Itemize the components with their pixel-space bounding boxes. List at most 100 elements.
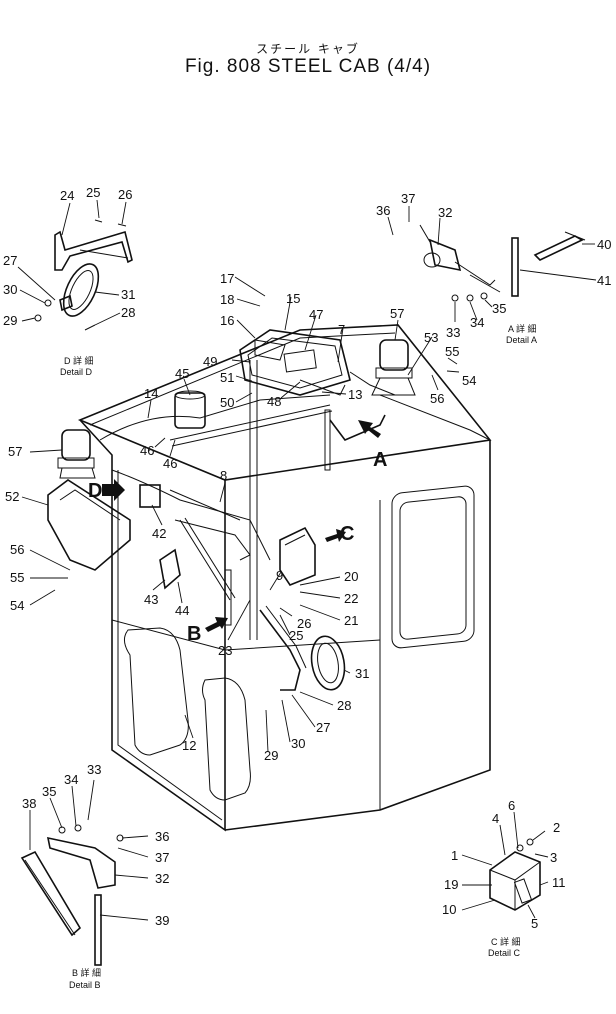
callout-38: 38 xyxy=(22,796,36,811)
callout-55-front: 54 xyxy=(10,598,24,613)
callout-52: 51 xyxy=(220,370,234,385)
callout-31: 31 xyxy=(121,287,135,302)
detail-b-caption: Detail B xyxy=(69,980,101,990)
view-arrows xyxy=(102,420,381,632)
roof-frame-assembly xyxy=(239,329,396,396)
detail-c-group xyxy=(489,838,541,911)
callout-26-cab: 26 xyxy=(297,616,311,631)
rear-rail xyxy=(379,394,491,441)
callout-3: 3 xyxy=(550,850,557,865)
callout-7: 7 xyxy=(338,322,345,337)
beacon-lamp-front xyxy=(57,429,96,479)
callout-50: 49 xyxy=(203,354,217,369)
callout-43: 43 xyxy=(144,592,158,607)
callout-20: 20 xyxy=(344,569,358,584)
callout-28: 28 xyxy=(121,305,135,320)
callout-39: 39 xyxy=(155,913,169,928)
callout-26: 26 xyxy=(118,187,132,202)
callout-32: 32 xyxy=(438,205,452,220)
mirror-stay-28-right xyxy=(259,609,301,691)
callout-41: 41 xyxy=(597,273,611,288)
washer-tank-45 xyxy=(174,390,206,429)
detail-a-caption: Detail A xyxy=(506,335,537,345)
relay-box-detail-c xyxy=(489,851,541,911)
callout-59-rear: 57 xyxy=(390,306,404,321)
callout-4: 4 xyxy=(492,811,499,826)
right-window-inner xyxy=(399,496,467,640)
callout-49: 48 xyxy=(267,394,281,409)
cab-right-side xyxy=(224,440,491,831)
callout-35-b: 35 xyxy=(42,784,56,799)
arrow-a xyxy=(358,420,381,438)
mirror-bracket-24 xyxy=(54,230,133,271)
callout-16: 16 xyxy=(220,313,234,328)
wiper-motor-32-detail-a xyxy=(428,238,462,272)
callout-18: 18 xyxy=(220,292,234,307)
front-lower-window-left xyxy=(124,627,189,756)
callout-55-rear: 54 xyxy=(462,373,476,388)
mirror-43 xyxy=(159,548,181,590)
detail-c-box-on-cab xyxy=(279,526,316,586)
callout-28-cab: 28 xyxy=(337,698,351,713)
callout-33: 33 xyxy=(446,325,460,340)
callout-36: 36 xyxy=(376,203,390,218)
figure-title-japanese: スチール キャブ xyxy=(256,42,360,56)
callout-57-front: 56 xyxy=(10,542,24,557)
callout-45: 45 xyxy=(175,366,189,381)
view-label-a: A xyxy=(373,449,387,471)
callout-29-cab: 29 xyxy=(264,748,278,763)
detail-d-caption-jp: D 詳 細 xyxy=(64,355,94,366)
callout-35: 35 xyxy=(492,301,506,316)
mirror-31-right xyxy=(310,635,346,691)
arrow-d xyxy=(102,479,125,501)
callout-59-front: 57 xyxy=(8,444,22,459)
detail-a-caption-jp: A 詳 細 xyxy=(508,323,537,334)
mirror-31-detail-d xyxy=(62,263,100,317)
callout-25: 25 xyxy=(86,185,100,200)
callout-34: 34 xyxy=(470,315,484,330)
callout-6: 6 xyxy=(508,798,515,813)
callout-56-front: 55 xyxy=(10,570,24,585)
callout-30-cab: 30 xyxy=(291,736,305,751)
wiper-motor-assembly xyxy=(139,484,251,626)
wiring-harness xyxy=(99,394,331,441)
callout-2: 2 xyxy=(553,820,560,835)
wiper-blade-41 xyxy=(511,237,519,297)
callout-1: 1 xyxy=(451,848,458,863)
callout-53: 52 xyxy=(5,489,19,504)
callout-21: 21 xyxy=(344,613,358,628)
view-label-b: B xyxy=(187,623,201,645)
detail-c-caption-jp: C 詳 細 xyxy=(491,936,521,947)
callout-57-rear: 56 xyxy=(430,391,444,406)
callout-27-cab: 27 xyxy=(316,720,330,735)
wiper-arm-13 xyxy=(329,414,386,441)
detail-b-group xyxy=(20,824,124,966)
callout-17: 17 xyxy=(220,271,234,286)
callout-24: 24 xyxy=(60,188,74,203)
callout-31-cab: 31 xyxy=(355,666,369,681)
wiper-arm-40 xyxy=(533,235,584,261)
callout-14: 14 xyxy=(144,386,158,401)
callout-5: 5 xyxy=(531,916,538,931)
leader-lines xyxy=(17,199,597,921)
callout-36-b: 36 xyxy=(155,829,169,844)
view-letters: D A B C xyxy=(88,449,387,645)
callout-9: 9 xyxy=(276,568,283,583)
arrow-c xyxy=(325,529,346,542)
wiper-motor-32-detail-b xyxy=(46,836,116,889)
callout-8: 8 xyxy=(220,468,227,483)
callout-51: 50 xyxy=(220,395,234,410)
detail-captions: D 詳 細 Detail D A 詳 細 Detail A B 詳 細 Deta… xyxy=(60,323,537,990)
callout-54: 53 xyxy=(424,330,438,345)
wiper-arm-38 xyxy=(20,850,82,937)
arrow-b xyxy=(205,617,228,632)
callout-37: 37 xyxy=(401,191,415,206)
figure-title: Fig. 808 STEEL CAB (4/4) xyxy=(184,56,432,77)
cab-roof-outline xyxy=(77,324,492,481)
callout-10: 10 xyxy=(442,902,456,917)
cab-door-frame xyxy=(117,470,223,821)
front-lower-window-right xyxy=(202,677,251,801)
callout-40: 40 xyxy=(597,237,611,252)
detail-d-caption: Detail D xyxy=(60,367,93,377)
